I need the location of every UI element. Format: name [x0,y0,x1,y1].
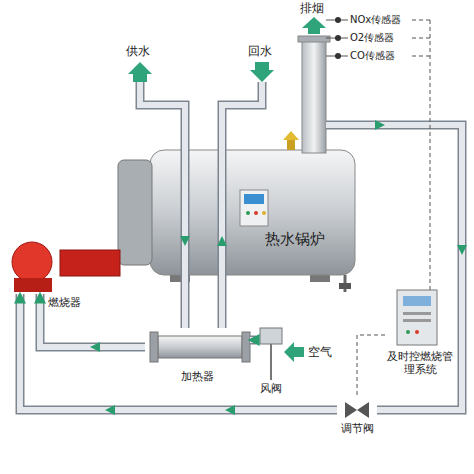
drain-valve [339,283,351,289]
return-pipe [222,82,262,275]
valve-symbol [357,402,369,418]
damper-body [260,328,282,344]
supply-pipe [140,82,185,275]
return-pipe [222,82,262,275]
cabinet-button [415,330,419,334]
supply-pipe [140,82,185,275]
flue-pipe [326,125,462,410]
burner-base [14,278,52,292]
panel-button [262,211,266,215]
node-text: 燃烧器 [48,296,88,309]
pipe-outline [250,336,256,345]
flow-chevron [457,245,467,255]
flow-arrow [250,62,274,82]
flow-chevron [225,405,235,415]
cabinet-detail [403,319,431,322]
boiler-front [118,160,152,265]
signal-wire [412,20,430,290]
flow-chevron [180,236,190,246]
sensor-dot [335,53,341,59]
heater-flange [150,332,158,362]
air-arrow [284,342,304,362]
pipe-connector [40,294,145,347]
flow-arrow [302,17,326,34]
node-text: 加热器 [145,370,250,383]
panel-button [246,211,250,215]
control-panel [240,190,268,226]
pipe-connector [185,275,186,328]
node-text: 调节阀 [332,422,382,435]
cabinet-button [406,330,410,334]
pipe-connector [20,294,337,410]
pipe-core [40,294,145,347]
sensor-dot [335,17,341,23]
sensor-dot [335,35,341,41]
safety-valve [283,131,299,140]
cabinet-screen [403,296,431,306]
chimney-cap [298,36,330,42]
pipe-core [219,275,225,328]
flow-arrow [128,62,152,82]
regulating-valve: 调节阀 [337,398,377,448]
panel-button [254,211,258,215]
flow-label: 排烟 [300,1,324,15]
flow-chevron [90,342,100,352]
damper-stem [270,344,272,380]
pipe-connector [222,275,223,328]
pipe-connector [250,340,256,341]
flow-label: 供水 [126,44,150,58]
flow-chevron [217,236,227,246]
boiler-body: 热水锅炉 [140,150,355,275]
air-damper: 风阀 [256,326,286,400]
pipe-connector [357,335,385,398]
pipe-outline [40,294,145,347]
signal-line [357,335,385,398]
burner-unit: 燃烧器 [4,236,66,294]
flow-chevron [375,120,385,130]
cabinet-detail [403,312,431,315]
cabinet-body [397,290,437,345]
valve-symbol [345,402,357,418]
heater-cylinder [158,336,242,358]
burner-tube [60,250,120,276]
control-cabinet: 及时控燃烧管理系统 [385,288,455,388]
sensor-label: CO传感器 [350,50,395,62]
node-text: 风阀 [251,382,291,395]
flow-label: 空气 [308,345,332,359]
flow-label: 回水 [248,44,272,58]
pipe-core [20,294,337,410]
pipe-core [182,275,188,328]
heater-unit: 加热器 [145,328,250,390]
flow-chevron [105,405,115,415]
pipe-outline [181,275,190,328]
chimney [302,38,326,153]
node-text: 及时控燃烧管理系统 [385,350,455,376]
burner-fan [12,242,52,282]
flue-pipe [326,125,462,410]
sensor-label: NOx传感器 [350,14,401,26]
pipe-outline [20,294,337,410]
pipe-core [250,337,256,343]
safety-valve [287,140,295,150]
pipe-outline [218,275,227,328]
heater-flange [242,332,250,362]
sensor-label: O2传感器 [350,32,394,44]
panel-screen [244,194,264,204]
node-text: 热水锅炉 [240,230,350,248]
